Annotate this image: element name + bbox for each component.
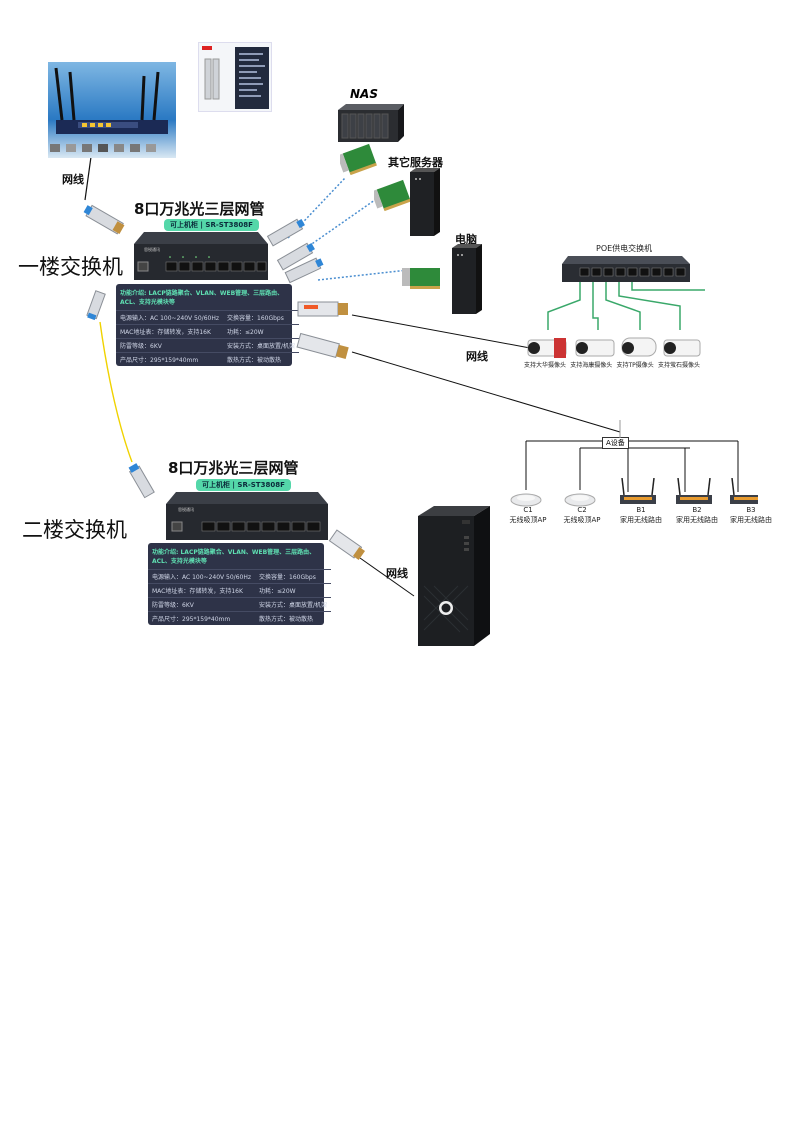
spec-cell: 散热方式：被动散热 [223,352,300,366]
spec-cell: 安装方式：桌面放置/机架 [223,338,300,353]
spec-cell: 功耗：≤20W [223,324,300,339]
device-b2-name: 家用无线路由 [676,516,718,524]
sfp-module-cable2 [296,332,349,360]
cable-label-mid: 网线 [466,350,488,363]
a-device-box: A设备 [602,437,629,449]
spec-cell: 电源输入：AC 100~240V 50/60Hz [116,310,223,325]
device-b2-id: B2 [692,506,702,514]
camera-label: 支持TP摄像头 [616,362,654,369]
camera-label: 支持海康摄像头 [570,362,613,369]
camera-row [527,337,701,358]
spec-cell: 防雷等级：6KV [148,597,255,612]
cable-to-dell [359,557,415,597]
sfp-module-cable1 [297,301,348,317]
switch2-brand: 思锐通讯 [178,507,194,512]
sfp-module-pc [284,257,324,284]
spec-cell: 产品尺寸：295*159*40mm [148,611,255,625]
nic-card-nas [340,143,377,176]
spec-cell: 产品尺寸：295*159*40mm [116,352,223,366]
switch2-spec-head: 功能介绍: LACP链路聚合、VLAN、WEB管理、三层路由、ACL、支持光模块… [152,549,316,565]
sfp-module-server [276,242,315,271]
spec-cell: 交换容量：160Gbps [223,310,300,325]
camera-2 [575,339,615,357]
camera-4 [663,339,701,357]
spec-cell: 安装方式：桌面放置/机架 [255,597,332,612]
nas-label: NAS [350,87,378,101]
device-c1-id: C1 [523,506,533,514]
other-servers-label: 其它服务器 [388,156,443,169]
switch1-badge: 可上机柜 | SR-ST3808F [164,219,259,231]
spec-cell: MAC地址表：存储转发，支持16K [148,583,255,598]
sfp-product-card [198,42,272,112]
ap-c1 [510,493,542,507]
camera-label: 支持萤石摄像头 [657,362,700,369]
nas-device [338,104,404,142]
spec-cell: 功耗：≤20W [255,583,332,598]
switch2-spec-panel: 功能介绍: LACP链路聚合、VLAN、WEB管理、三层路由、ACL、支持光模块… [148,543,332,625]
floor1-label: 一楼交换机 [18,255,123,279]
switch1-title: 8口万兆光三层网管 [134,200,265,218]
cable-to-poe [351,314,531,349]
camera-label: 支持大华摄像头 [524,362,567,369]
fiber-to-pc [317,269,409,281]
router-b1 [620,478,656,504]
camera-3 [621,337,657,357]
nic-card-pc [402,268,440,289]
sfp-module-floor2 [128,463,155,499]
pc-label: 电脑 [455,233,477,246]
fiber-floor1-to-floor2 [99,321,133,463]
switch1-spec-head: 功能介绍: LACP链路聚合、VLAN、WEB管理、三层路由、ACL、支持光模块… [120,290,284,306]
nic-card-server [374,179,411,212]
spec-cell: 散热方式：被动散热 [255,611,332,625]
spec-cell: 电源输入：AC 100~240V 50/60Hz [148,569,255,584]
device-b1-name: 家用无线路由 [620,516,662,524]
switch1-spec-panel: 功能介绍: LACP链路聚合、VLAN、WEB管理、三层路由、ACL、支持光模块… [116,284,300,366]
device-b1-id: B1 [636,506,646,514]
pc-tower [452,244,482,314]
camera-1 [527,338,567,358]
sfp-module-nas [266,218,305,247]
server-tower [410,168,440,236]
device-c2-name: 无线吸顶AP [563,516,601,524]
cable-to-a-device [351,351,621,433]
sfp-module-top-left [83,204,125,235]
sfp-module-to-dell [328,529,366,560]
ap-c2 [564,493,596,507]
spec-cell: 防雷等级：6KV [116,338,223,353]
poe-switch-label: POE供电交换机 [596,244,653,253]
switch2-badge: 可上机柜 | SR-ST3808F [196,479,291,491]
switch2-device [166,492,328,540]
dell-tower [418,506,490,646]
sfp-module-down [86,290,106,321]
endpoint-devices [510,478,758,507]
poe-cables [547,282,705,330]
modem-photo [48,62,176,158]
switch2-title: 8口万兆光三层网管 [168,459,299,477]
router-illustration [50,67,168,152]
a-device-antenna [619,420,621,438]
spec-cell: MAC地址表：存储转发，支持16K [116,324,223,339]
cable-label-top: 网线 [62,173,84,186]
router-b3 [730,478,758,504]
device-c1-name: 无线吸顶AP [509,516,547,524]
poe-switch-device [562,256,690,282]
switch1-device [134,232,268,280]
spec-cell: 交换容量：160Gbps [255,569,332,584]
device-b3-id: B3 [746,506,756,514]
switch1-brand: 思锐通讯 [144,247,160,252]
device-b3-name: 家用无线路由 [730,516,772,524]
device-c2-id: C2 [577,506,587,514]
router-b2 [676,478,712,504]
camera-labels: 支持大华摄像头 支持海康摄像头 支持TP摄像头 支持萤石摄像头 [524,360,700,369]
cable-label-bottom: 网线 [386,567,408,580]
floor2-label: 二楼交换机 [22,518,127,542]
